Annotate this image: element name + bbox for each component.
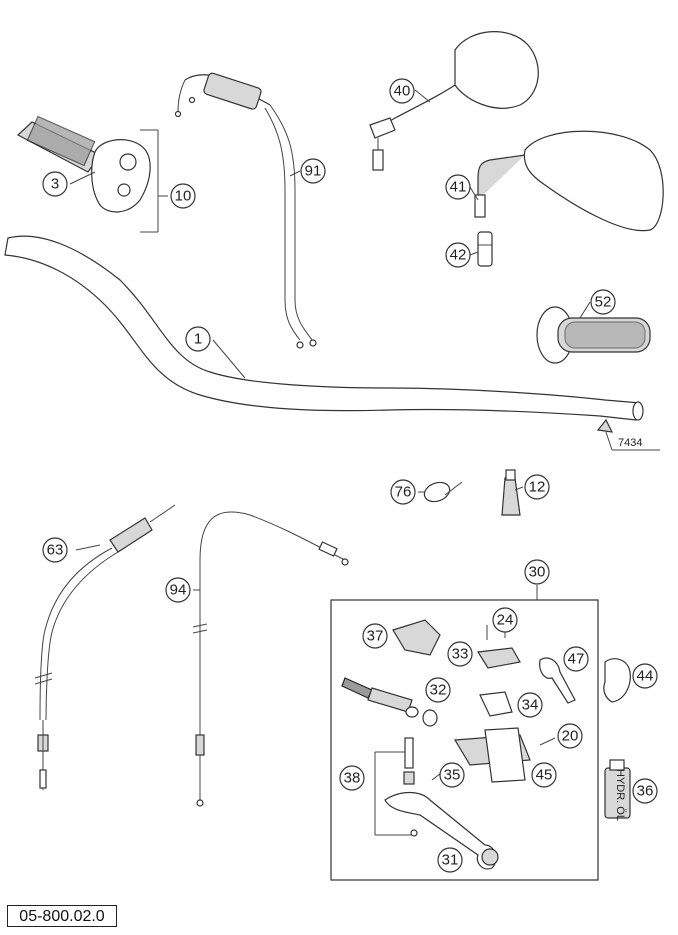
mirror-left — [369, 31, 539, 171]
svg-text:94: 94 — [170, 582, 187, 599]
left-grip — [536, 306, 651, 364]
svg-text:35: 35 — [444, 767, 461, 784]
callout-38: 38 — [339, 765, 365, 791]
leader-lines — [69, 89, 591, 591]
callout-32: 32 — [425, 677, 451, 703]
hot-start-cable — [192, 511, 349, 807]
cable-tie — [423, 481, 463, 503]
throttle-cables — [174, 72, 317, 349]
svg-text:3: 3 — [51, 176, 59, 193]
svg-text:36: 36 — [637, 783, 654, 800]
callout-41: 41 — [445, 174, 471, 200]
svg-text:20: 20 — [562, 728, 579, 745]
callout-63: 63 — [42, 537, 68, 563]
svg-text:42: 42 — [450, 247, 467, 264]
callout-33: 33 — [447, 641, 473, 667]
callout-91: 91 — [300, 158, 326, 184]
callout-44: 44 — [632, 663, 658, 689]
callout-35: 35 — [439, 762, 465, 788]
callout-76: 76 — [390, 479, 416, 505]
svg-text:45: 45 — [536, 767, 553, 784]
callout-1: 1 — [185, 326, 211, 352]
master-cylinder-kit-frame — [330, 599, 599, 881]
svg-text:1: 1 — [194, 331, 202, 348]
cable-protector — [501, 469, 521, 516]
svg-text:34: 34 — [522, 697, 539, 714]
svg-text:32: 32 — [430, 682, 447, 699]
svg-text:44: 44 — [637, 668, 654, 685]
svg-text:31: 31 — [442, 852, 459, 869]
svg-text:10: 10 — [175, 188, 192, 205]
handlebar — [4, 235, 644, 433]
svg-text:37: 37 — [367, 628, 384, 645]
svg-text:47: 47 — [568, 651, 585, 668]
callout-36: 36 — [632, 778, 658, 804]
callout-10: 10 — [170, 183, 196, 209]
callout-37: 37 — [362, 623, 388, 649]
svg-text:33: 33 — [452, 646, 469, 663]
callout-20: 20 — [557, 723, 583, 749]
callout-34: 34 — [517, 692, 543, 718]
callout-94: 94 — [165, 577, 191, 603]
svg-text:12: 12 — [529, 479, 546, 496]
callout-12: 12 — [524, 474, 550, 500]
callout-52: 52 — [590, 289, 616, 315]
callout-47: 47 — [563, 646, 589, 672]
callout-24: 24 — [492, 607, 518, 633]
callout-30: 30 — [524, 559, 550, 585]
svg-text:24: 24 — [497, 612, 514, 629]
callout-40: 40 — [389, 78, 415, 104]
svg-text:40: 40 — [394, 83, 411, 100]
mirror-right — [474, 130, 664, 232]
svg-text:41: 41 — [450, 179, 467, 196]
mirror-adapter — [477, 231, 493, 267]
svg-text:30: 30 — [529, 564, 546, 581]
callout-3: 3 — [42, 171, 68, 197]
svg-text:52: 52 — [595, 294, 612, 311]
svg-text:91: 91 — [305, 163, 322, 180]
callout-31: 31 — [437, 847, 463, 873]
svg-text:63: 63 — [47, 542, 64, 559]
clutch-cable — [34, 504, 176, 790]
drawing-code: 05-800.02.0 — [7, 905, 117, 927]
clutch-master-cylinder-parts — [341, 619, 631, 870]
svg-text:38: 38 — [344, 770, 361, 787]
svg-text:76: 76 — [395, 484, 412, 501]
part-number-label: 7434 — [618, 437, 642, 449]
throttle-grip-assembly — [16, 115, 159, 233]
callout-45: 45 — [531, 762, 557, 788]
bottle-label: HYDR. ÖL — [614, 769, 626, 821]
callout-42: 42 — [445, 242, 471, 268]
